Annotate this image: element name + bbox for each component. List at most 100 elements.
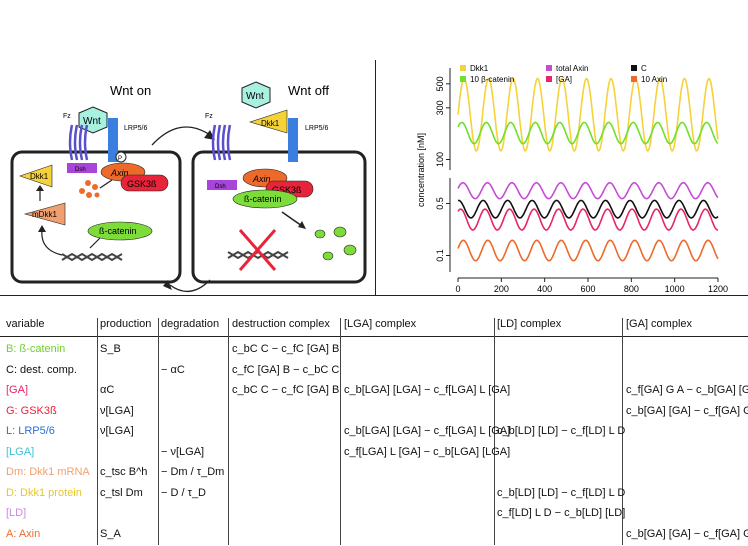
- transition-arrowhead-bottom: [163, 280, 172, 290]
- table-header: variable production degradation destruction…: [0, 318, 748, 336]
- series-line: [457, 181, 719, 200]
- wnt-on-label: Wnt on: [110, 83, 151, 98]
- column-header: production: [100, 318, 152, 330]
- transcription-arrowhead: [38, 225, 46, 232]
- lga-complex-cell: c_b[LGA] [LGA] − c_f[LGA] L [GA]: [344, 425, 511, 437]
- lga-complex-cell: c_f[LGA] L [GA] − c_b[LGA] [LGA]: [344, 445, 511, 458]
- concentration-plot: 0200400600800100012001003005000.10.5time…: [416, 64, 728, 295]
- phospho-label: P: [118, 156, 122, 162]
- degraded-bcatenin-fragments: [79, 180, 100, 198]
- production-cell: c_tsl Dm: [100, 486, 143, 499]
- column-divider: [340, 318, 341, 545]
- column-header: [LD] complex: [497, 318, 562, 330]
- table-row: [GA] αC c_bC C − c_fC [GA] B c_b[LGA] [LGA]…: [0, 384, 748, 402]
- fz-off-label: Fz: [205, 113, 213, 120]
- series-line: [457, 199, 719, 219]
- legend-label: [GA]: [556, 75, 572, 84]
- x-axis-label: time [min]: [568, 294, 607, 295]
- cell-wnt-off: [191, 150, 367, 284]
- y-tick-label: 0.1: [435, 249, 445, 262]
- dsh-box: [67, 163, 97, 173]
- bcatenin-off-ellipse: [232, 189, 298, 209]
- dna-on-icon: [61, 252, 123, 262]
- series-line: [457, 77, 719, 153]
- column-header: destruction complex: [232, 318, 330, 330]
- mdkk1-label: mDkk1: [32, 210, 57, 219]
- column-header: variable: [6, 318, 45, 330]
- series-line: [457, 208, 719, 231]
- bcatenin-degraded-blobs: [314, 226, 357, 261]
- axin-on-label: Axin: [110, 168, 129, 178]
- degradation-cell: − Dm / τ_Dm: [161, 466, 225, 478]
- dkk1-on-label: Dkk1: [30, 172, 49, 181]
- legend-swatch: [546, 76, 552, 82]
- variable-cell: A: Axin: [6, 527, 41, 540]
- nuclear-arrow: [89, 237, 101, 249]
- ld-complex-cell: c_b[LD] [LD] − c_f[LD] L D: [497, 425, 626, 437]
- lga-complex-cell: c_b[LGA] [LGA] − c_f[LGA] L [GA]: [344, 384, 511, 396]
- series-line: [457, 121, 719, 145]
- transition-arrow-bottom: [169, 279, 211, 292]
- wnt-off-label: Wnt off: [288, 83, 329, 98]
- destruction-complex-cell: c_bC C − c_fC [GA] B: [232, 343, 340, 355]
- lrp56-label: LRP5/6: [124, 125, 147, 132]
- legend-swatch: [460, 65, 466, 71]
- legend-swatch: [631, 65, 637, 71]
- degradation-cell: − αC: [161, 363, 185, 376]
- legend-label: Dkk1: [470, 64, 489, 73]
- bcatenin-on-ellipse: [87, 221, 153, 241]
- header-rule: [0, 336, 748, 337]
- x-tick-label: 600: [580, 284, 595, 294]
- dkk1-on-triangle: [19, 164, 53, 188]
- production-cell: αC: [100, 384, 115, 396]
- wnt-off-ligand-icon: [241, 81, 271, 109]
- legend-label: C: [641, 64, 647, 73]
- degrade-arrow-on: [99, 179, 113, 189]
- gsk-on-box: [120, 174, 169, 192]
- degradation-cell: − ν[LGA]: [161, 445, 205, 458]
- legend-label: 10 β-catenin: [470, 75, 514, 84]
- column-header: [LGA] complex: [344, 318, 417, 330]
- y-tick-label: 500: [435, 76, 445, 91]
- variable-cell: [GA]: [6, 384, 29, 396]
- production-cell: ν[LGA]: [100, 425, 134, 437]
- legend-swatch: [460, 76, 466, 82]
- variable-cell: [LGA]: [6, 445, 35, 458]
- production-cell: S_A: [100, 527, 121, 540]
- dna-off-icon: [227, 250, 289, 260]
- legend-swatch: [546, 65, 552, 71]
- y-tick-label: 300: [435, 100, 445, 115]
- degrade-arrow-off: [281, 211, 303, 227]
- transcription-arrow: [41, 229, 63, 256]
- production-cell: S_B: [100, 343, 121, 355]
- x-tick-label: 1000: [665, 284, 685, 294]
- table-row: [LD]c_f[LD] L D − c_b[LD] [LD]: [0, 507, 748, 525]
- degrade-arrowhead-off: [298, 221, 306, 229]
- table-row: [LGA] − ν[LGA] c_f[LGA] L [GA] − c_b[LGA] …: [0, 446, 748, 464]
- ga-complex-cell: c_b[GA] [GA] − c_f[GA] G A: [626, 404, 748, 417]
- wnt-off-ligand-label: Wnt: [246, 91, 264, 102]
- mdkk1-triangle: [23, 202, 66, 226]
- ld-complex-cell: c_b[LD] [LD] − c_f[LD] L D: [497, 486, 626, 499]
- variable-cell: G: GSK3ß: [6, 404, 57, 417]
- x-tick-label: 1200: [708, 284, 728, 294]
- variable-cell: C: dest. comp.: [6, 363, 77, 376]
- panel-divider-vertical: [375, 60, 376, 295]
- column-divider: [158, 318, 159, 545]
- legend-swatch: [631, 76, 637, 82]
- column-header: degradation: [161, 318, 220, 330]
- transition-arrow-top: [151, 126, 211, 146]
- y-tick-label: 100: [435, 152, 445, 167]
- column-divider: [622, 318, 623, 545]
- x-tick-label: 800: [624, 284, 639, 294]
- destruction-complex-cell: c_bC C − c_fC [GA] B: [232, 384, 340, 396]
- dsh-label: Dsh: [75, 167, 86, 173]
- column-divider: [97, 318, 98, 545]
- frizzled-receptor-icon: [68, 124, 89, 161]
- production-cell: ν[LGA]: [100, 404, 134, 417]
- axin-off-label: Axin: [252, 174, 271, 184]
